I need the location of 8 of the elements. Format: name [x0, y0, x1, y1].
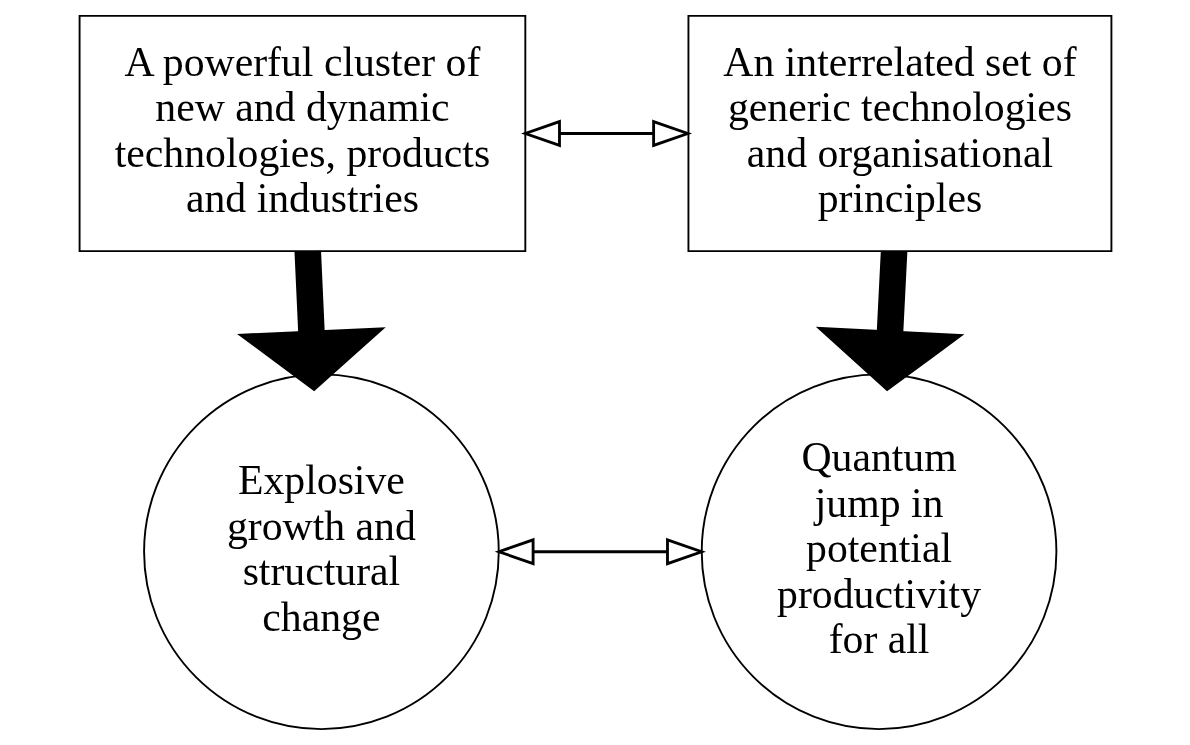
arrow [236, 250, 386, 392]
node-circle: Explosive growth and structural change [142, 373, 500, 731]
node-circle: Quantum jump in potential productivity for all [700, 373, 1057, 731]
arrow [494, 537, 706, 566]
node-box: A powerful cluster of new and dynamic technologies, products and industries [78, 14, 526, 253]
arrow [815, 250, 964, 392]
node-box: An interrelated set of generic technologies and organisational principles [687, 14, 1112, 253]
arrow [520, 119, 692, 148]
